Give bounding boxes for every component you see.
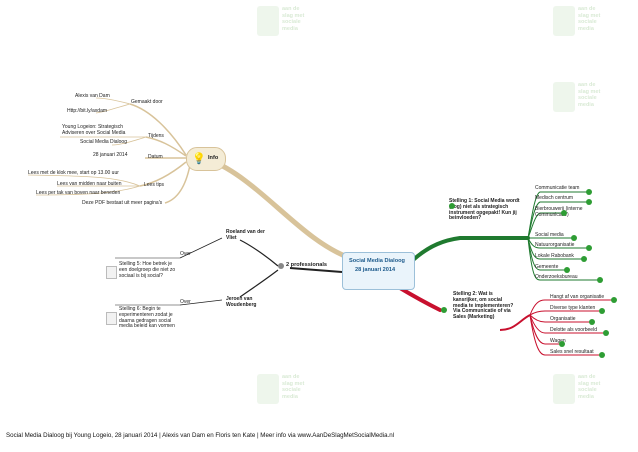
branch-tijdens	[145, 136, 187, 157]
professionals-node[interactable]: 2 professionals	[278, 262, 338, 272]
event-name: Social Media Dialoog	[80, 139, 127, 145]
datum-label: Datum	[148, 154, 163, 160]
footer-text: Social Media Dialoog bij Young Logeio, 2…	[6, 432, 395, 439]
tip-3: Lees per tak van boven naar beneden	[36, 190, 121, 196]
check-icon	[599, 352, 605, 358]
info-node[interactable]: 💡 Info	[186, 147, 226, 171]
tip-1: Lees met de klok mee, start op 13.00 uur	[28, 170, 119, 176]
date-value: 28 januari 2014	[93, 152, 128, 158]
note-icon	[106, 312, 117, 325]
branch-info	[207, 157, 353, 261]
branch-stelling2	[398, 286, 442, 312]
lightbulb-icon: 💡	[192, 153, 206, 165]
stelling-1-item: Onderzoeksbureau	[535, 274, 578, 280]
branch-pdf-note	[164, 164, 191, 204]
stelling-2-item: Organisatie	[550, 316, 576, 322]
professional-2-over: Over	[180, 299, 191, 305]
tip-2: Lees van midden naar buiten	[57, 181, 122, 187]
central-topic-title: Social Media Dialoog	[349, 258, 405, 264]
check-icon	[441, 307, 447, 313]
professional-1-over: Over	[180, 251, 191, 257]
author-name: Alexis van Dam	[75, 93, 110, 99]
check-icon	[449, 203, 455, 209]
stelling-2-item: Sales snel resultaat	[550, 349, 594, 355]
stelling-1-item: Natuurorganisatie	[535, 242, 575, 248]
stelling-2-label[interactable]: Stelling 2: Wat is kansrijker, om social…	[453, 291, 514, 320]
stelling-1-item: Gemeente	[535, 264, 559, 270]
stelling-1-item: Lokale Rabobank	[535, 253, 574, 259]
professional-1-name[interactable]: Roeland van der Vliet	[226, 229, 265, 241]
check-icon	[599, 308, 605, 314]
pdf-note: Deze PDF bestaat uit meer pagina's	[82, 200, 163, 206]
check-icon	[603, 330, 609, 336]
stelling-1-item: Communicatie team	[535, 185, 580, 191]
branch-stelling1	[411, 236, 530, 262]
person-icon	[278, 263, 284, 269]
professional-2-name[interactable]: Jeroen van Woudenberg	[226, 296, 257, 308]
professional-1-statement: Stelling 5: Hoe betrek je een doelgroep …	[119, 261, 176, 279]
check-icon	[581, 256, 587, 262]
professionals-label: 2 professionals	[286, 262, 328, 268]
info-label: Info	[208, 155, 219, 161]
tijdens-label: Tijdens	[148, 133, 164, 139]
check-icon	[586, 245, 592, 251]
check-icon	[561, 210, 567, 216]
branch-lees-tips	[139, 161, 187, 187]
check-icon	[589, 319, 595, 325]
check-icon	[564, 267, 570, 273]
stelling-2-item: Delotte als voorbeeld	[550, 327, 597, 333]
stelling-1-item: Social media	[535, 232, 564, 238]
check-icon	[586, 199, 592, 205]
check-icon	[597, 277, 603, 283]
gemaakt-door-label: Gemaakt door	[131, 99, 163, 105]
stelling-1-label[interactable]: Stelling 1: Social Media wordt (nog) nie…	[449, 198, 520, 222]
note-icon	[106, 266, 117, 279]
author-link[interactable]: Http://bit.ly/axdam	[67, 108, 108, 114]
branch-gemaakt-door	[129, 103, 187, 156]
check-icon	[571, 235, 577, 241]
check-icon	[559, 341, 565, 347]
check-icon	[586, 189, 592, 195]
check-icon	[611, 297, 617, 303]
professional-2-statement: Stelling 6: Begin te experimenteren zoda…	[119, 306, 175, 330]
branch-professionals	[289, 267, 343, 273]
central-topic[interactable]: Social Media Dialoog 28 januari 2014	[342, 252, 415, 290]
stelling-2-item: Wagen	[550, 338, 566, 344]
stelling-1-item: Bierbrouwerij (interne Communicatie)	[535, 206, 583, 218]
central-topic-date: 28 januari 2014	[355, 267, 396, 273]
stelling-2-item: Hangt af van organisatie	[550, 294, 605, 300]
lees-tips-label: Lees tips	[144, 182, 165, 188]
event-title: Young Logeion: Strategisch Adviseren ove…	[62, 124, 126, 136]
stelling-1-item: Medisch centrum	[535, 195, 574, 201]
stelling-2-item: Diverse type klanten	[550, 305, 596, 311]
